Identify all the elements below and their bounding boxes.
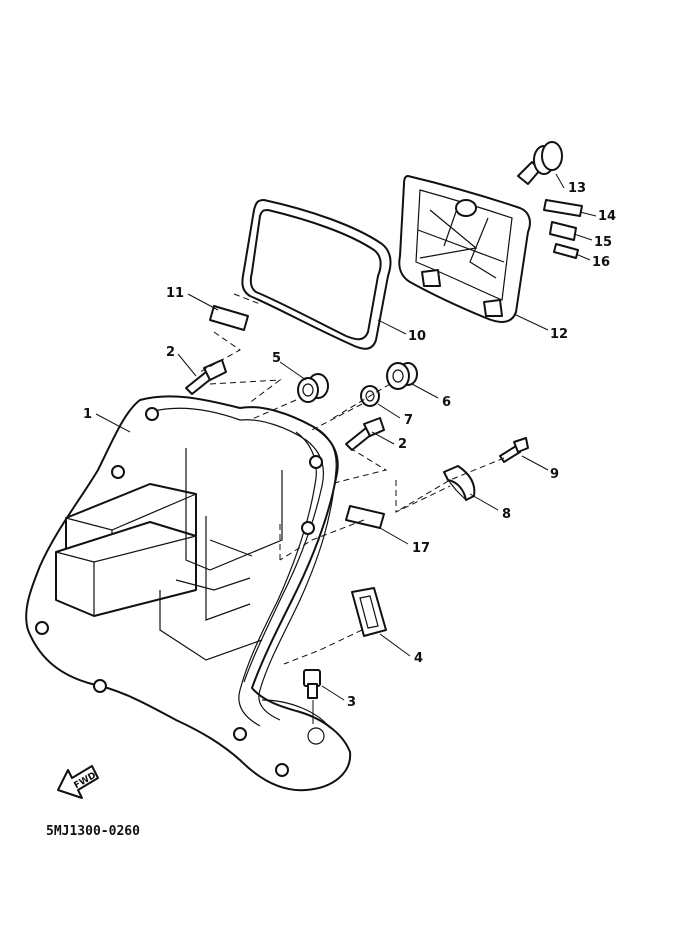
part-14-label — [543, 199, 583, 217]
callout-6: 6 — [442, 395, 451, 410]
callout-3: 3 — [347, 695, 356, 710]
part-13-plug — [517, 141, 563, 185]
callout-16: 16 — [592, 255, 610, 270]
callout-12: 12 — [550, 327, 568, 342]
leader-lines — [95, 173, 597, 701]
callout-1: 1 — [83, 407, 92, 422]
callout-15: 15 — [594, 235, 612, 250]
part-12-lid — [398, 175, 531, 323]
callout-13: 13 — [568, 181, 586, 196]
part-2-screw-lower — [345, 417, 385, 451]
callout-4: 4 — [414, 651, 423, 666]
callout-2-lower: 2 — [398, 437, 407, 452]
part-9-screw — [499, 437, 529, 463]
callout-numbers: 1 2 2 3 4 5 6 7 8 9 10 11 12 13 14 15 16… — [83, 181, 616, 710]
part-16-label — [553, 243, 579, 259]
part-11-label — [209, 305, 249, 331]
part-3-bolt — [303, 669, 321, 724]
part-10-gasket — [241, 199, 392, 350]
callout-11: 11 — [166, 286, 184, 301]
part-4-seal — [351, 587, 387, 637]
assembly-lines — [199, 293, 505, 665]
callout-10: 10 — [408, 329, 426, 344]
part-2-screw-upper — [185, 359, 227, 395]
callout-5: 5 — [272, 351, 281, 366]
callout-14: 14 — [598, 209, 616, 224]
callout-9: 9 — [550, 467, 559, 482]
part-5-grommet — [297, 373, 329, 403]
part-15-label — [549, 221, 577, 241]
part-8-clamp — [443, 465, 476, 501]
part-6-grommet — [386, 362, 418, 390]
part-1-cover — [25, 395, 352, 792]
fwd-arrow-icon: FWD — [57, 765, 99, 799]
callout-17: 17 — [412, 541, 430, 556]
callout-8: 8 — [502, 507, 511, 522]
callout-2-upper: 2 — [166, 345, 175, 360]
drawing-code: 5MJ1300-0260 — [46, 824, 140, 839]
callout-7: 7 — [404, 413, 413, 428]
